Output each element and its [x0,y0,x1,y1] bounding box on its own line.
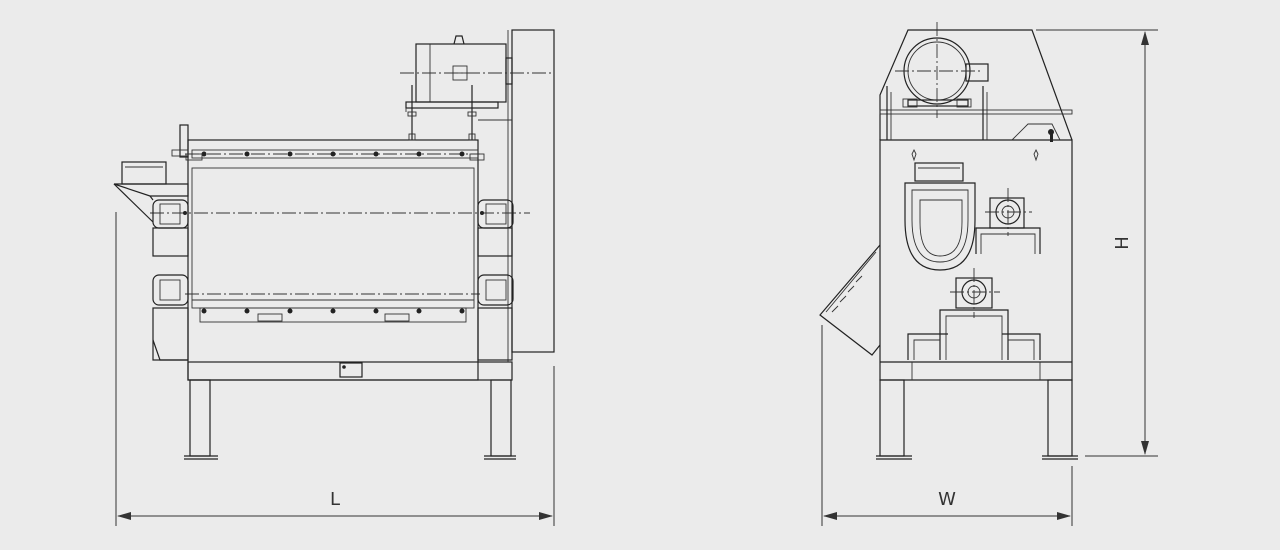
length-dimension: L [115,212,555,526]
front-upper-bearing [975,188,1041,254]
feed-chute [904,162,976,271]
left-bearings [152,199,189,361]
drum-window [191,167,475,309]
length-label: L [330,489,340,510]
side-view [113,29,555,460]
front-legs [876,379,1078,460]
height-dimension: H [1036,29,1158,457]
width-dimension: W [821,325,1073,526]
top-hood [879,29,1073,141]
right-bearings [477,199,514,361]
top-bolts [201,151,465,157]
name-plate [339,362,363,378]
discharge-chute [819,244,881,356]
front-view [819,22,1078,460]
main-housing [187,139,479,381]
motor [400,35,552,141]
bottom-rail [199,307,467,323]
width-label: W [938,489,956,510]
front-housing [879,139,1073,381]
motor-base [405,101,499,109]
front-lower-bearing [907,268,1041,360]
base-frame [187,361,513,381]
side-legs [184,379,516,460]
height-label: H [1112,236,1133,250]
feed-hopper [113,161,189,223]
bottom-bolts [201,308,465,314]
rear-panel [511,29,555,353]
front-motor [895,22,989,118]
